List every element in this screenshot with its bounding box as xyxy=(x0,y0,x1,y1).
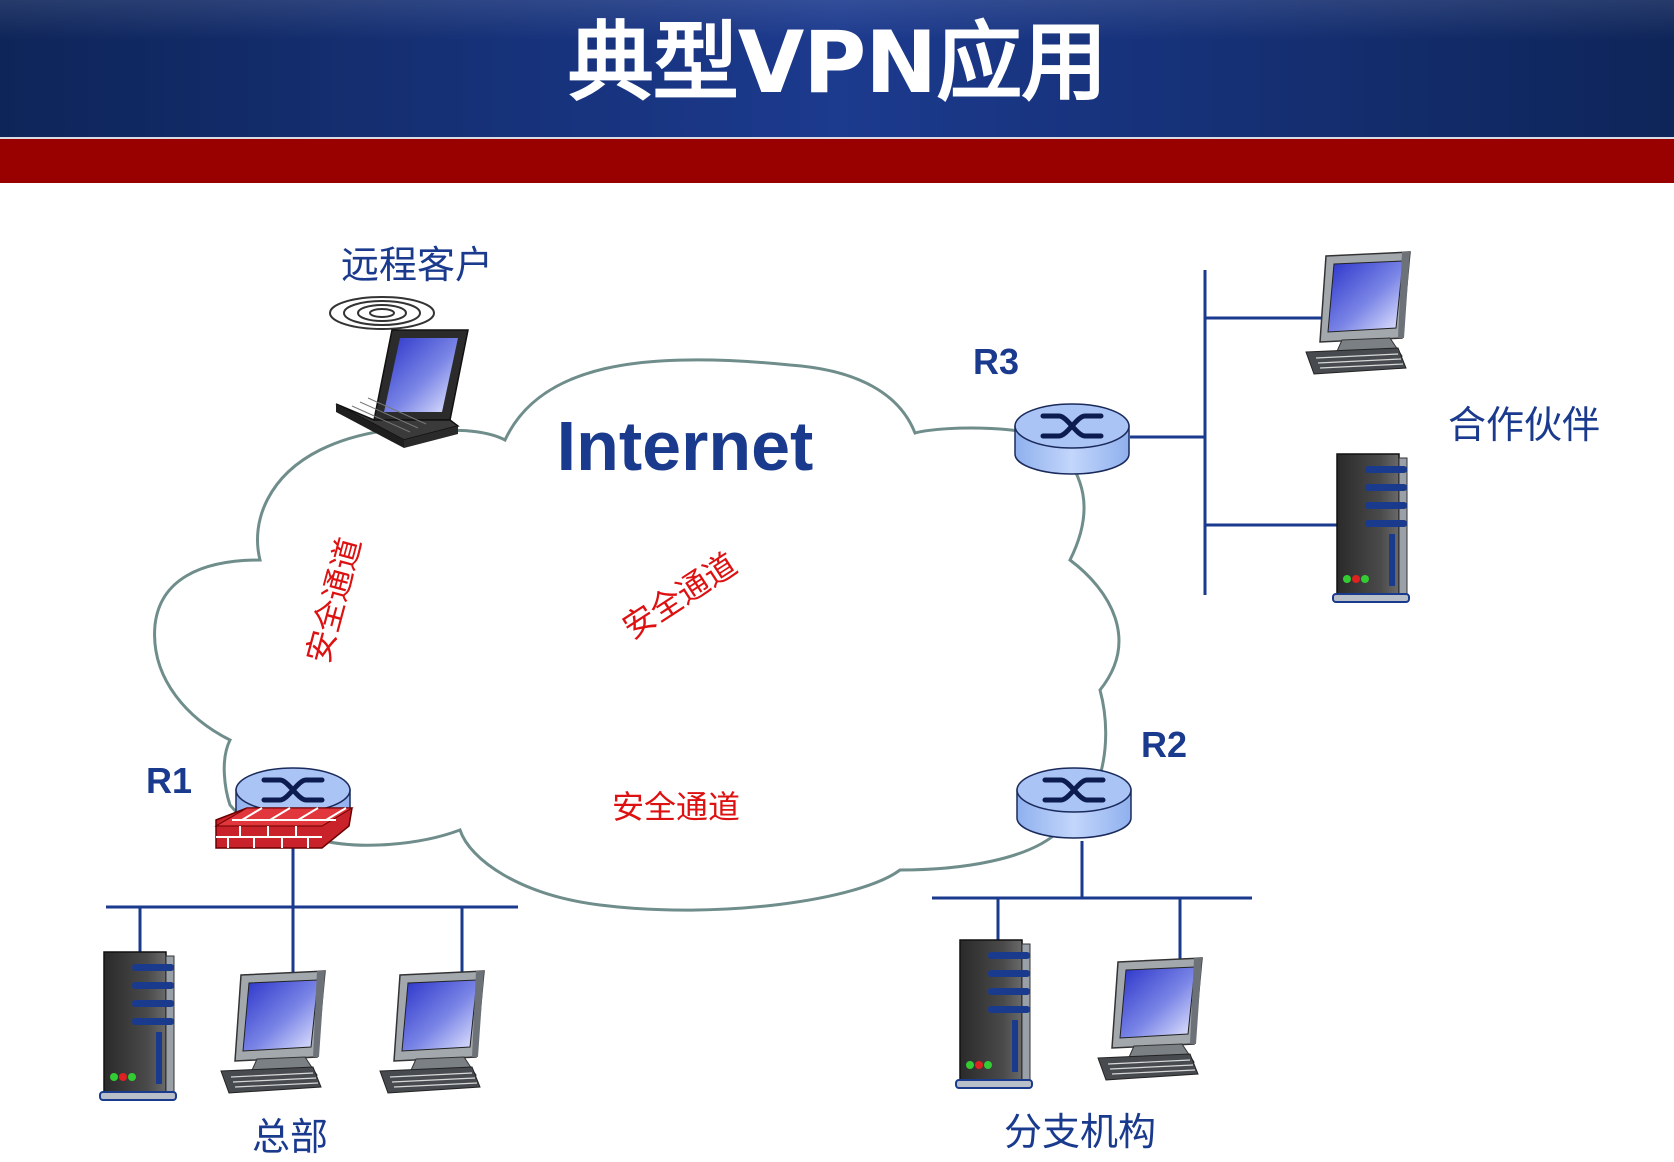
internet-cloud xyxy=(153,358,1121,912)
server-icon-branch xyxy=(955,939,1033,1089)
title-bar: 典型VPN应用 xyxy=(0,0,1674,137)
laptop-icon xyxy=(335,329,469,448)
router-icon-r2 xyxy=(1017,768,1131,838)
red-band xyxy=(0,137,1674,183)
router-label-r2: R2 xyxy=(1141,724,1187,765)
desktop-icon-partner xyxy=(1305,251,1411,375)
desktop-icon-branch xyxy=(1097,957,1203,1081)
server-icon-partner xyxy=(1332,453,1410,603)
tunnel-label-bottom: 安全通道 xyxy=(612,788,740,826)
router-label-r1: R1 xyxy=(146,760,192,801)
site-label-headquarters: 总部 xyxy=(252,1115,328,1159)
server-icon-hq xyxy=(99,951,177,1101)
internet-label: Internet xyxy=(557,407,814,485)
firewall-icon xyxy=(214,807,354,849)
site-label-remote-client: 远程客户 xyxy=(341,243,493,287)
router-label-r3: R3 xyxy=(973,341,1019,382)
desktop-icon-hq-2 xyxy=(379,970,485,1094)
network-links xyxy=(106,270,1338,980)
page-title: 典型VPN应用 xyxy=(567,13,1108,113)
site-label-partner: 合作伙伴 xyxy=(1448,403,1600,447)
desktop-icon-hq-1 xyxy=(220,970,326,1094)
router-icon-r3 xyxy=(1015,404,1129,474)
site-label-branch: 分支机构 xyxy=(1004,1110,1156,1154)
wireless-icon xyxy=(329,296,435,330)
